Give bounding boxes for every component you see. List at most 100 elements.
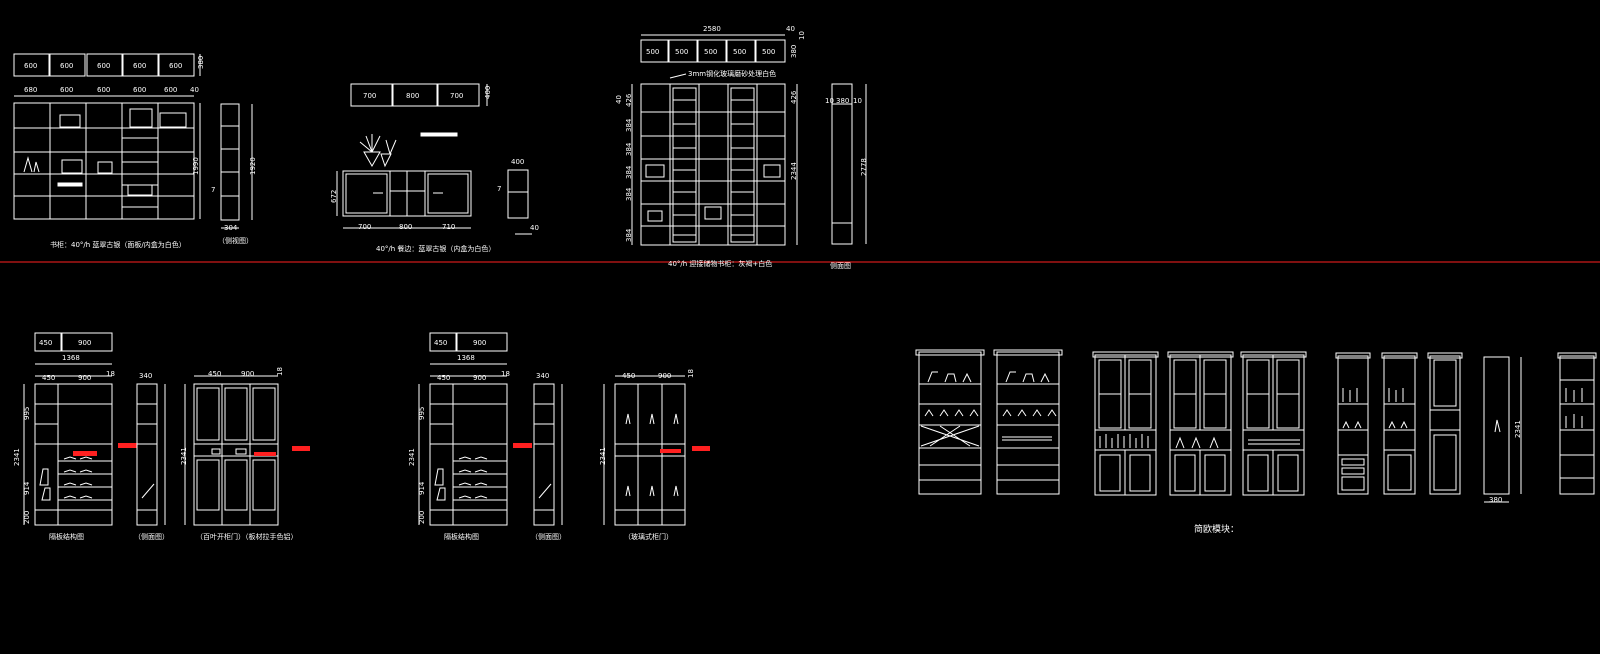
- bookcase-width-extra: 40: [190, 86, 199, 94]
- sideboard-height: 672: [330, 190, 338, 203]
- sideboard-caption: 40°/h 餐边：蓝翠古银（内盒为白色）: [376, 244, 495, 253]
- tall-cabinet-leader-note: 3mm钢化玻璃磨砂处理白色: [688, 69, 776, 78]
- tall-cabinet-height-6: 384: [625, 187, 633, 201]
- module-side-height: 2341: [1514, 420, 1522, 438]
- cabinet-b-structure: 450 900 18 995 2341 914 200 隔板结构图: [408, 370, 510, 541]
- bookcase-width-3: 600: [97, 86, 110, 94]
- cabinet-a-door-caption: （百叶开柜门）（板材拉手色铝）: [196, 532, 298, 541]
- bookcase-width-1: 680: [24, 86, 37, 94]
- bookcase-top-box-3: 600: [97, 62, 110, 70]
- sideboard-width-3: 710: [442, 223, 455, 231]
- sideboard-side-view: 400 7 40: [497, 158, 539, 235]
- cabinet-a-height-1: 995: [23, 407, 31, 420]
- cabinet-b-width-1: 450: [437, 374, 450, 382]
- tall-cabinet-total-width: 2580: [703, 25, 721, 33]
- tall-cabinet-top-right-1: 40: [786, 25, 795, 33]
- cabinet-b-side-caption: （侧面图）: [531, 532, 566, 541]
- cabinet-b-top-box-1: 450: [434, 339, 447, 347]
- module-side-depth: 380: [1489, 496, 1502, 504]
- bookcase-side-caption: （侧视图）: [218, 236, 253, 245]
- bookcase-height: 1990: [192, 157, 200, 175]
- tall-cabinet-right-dim-2: 2344: [790, 162, 798, 180]
- module-side-view: 2341 380: [1483, 356, 1522, 504]
- bookcase-elevation: 600 600 600 600 600 380 680 600 600 600 …: [13, 53, 205, 249]
- tall-cabinet-height-3: 384: [625, 118, 633, 132]
- cabinet-b-side: 340 （侧面图）: [513, 372, 566, 541]
- bookcase-width-dims: 680 600 600 600 600 40: [14, 86, 199, 97]
- bookcase-side-height: 1920: [249, 157, 257, 175]
- cabinet-b-height-4: 200: [418, 511, 426, 524]
- bookcase-body: [13, 102, 195, 220]
- tall-cabinet-side-dim-1: 10: [825, 97, 834, 105]
- tall-cabinet-top-box-2: 500: [675, 48, 688, 56]
- tall-cabinet-side-view: 10 380 10 2778 侧面图: [825, 83, 868, 270]
- european-modules: 2341 380 简欧模块：: [915, 349, 1597, 535]
- module-glass-cabinet-3: [1240, 351, 1307, 496]
- sideboard-elevation: 700 800 700 400 672 700 800 710 40°/h 餐边…: [330, 83, 495, 253]
- bookcase-height-dim: 1990: [192, 103, 201, 219]
- tall-cabinet-caption: 40°/h 迎接储物书柜：灰褐+白色: [668, 259, 772, 268]
- cabinet-a-door-width-1: 450: [208, 370, 221, 378]
- cabinet-b-door-height: 2341: [599, 447, 607, 465]
- cabinet-b-plan: 450 900 1368: [429, 332, 508, 365]
- module-narrow-cabinet-2: [1381, 352, 1418, 495]
- cabinet-b-caption: 隔板结构图: [444, 532, 479, 541]
- module-narrow-cabinet-3: [1427, 352, 1463, 495]
- tall-cabinet-top-right-3: 10: [798, 31, 806, 40]
- cabinet-a-width-3: 18: [106, 370, 115, 378]
- bookcase-top-box-5: 600: [169, 62, 182, 70]
- tall-cabinet-height-5: 384: [625, 165, 633, 179]
- tall-cabinet-side-caption: 侧面图: [830, 261, 851, 270]
- bookcase-top-boxes: 600 600 600 600 600 380: [13, 53, 205, 77]
- bookcase-top-box-2: 600: [60, 62, 73, 70]
- tall-cabinet-side-dim-3: 10: [853, 97, 862, 105]
- bookcase-width-2: 600: [60, 86, 73, 94]
- tall-cabinet-top-box-3: 500: [704, 48, 717, 56]
- cabinet-b-width-3: 18: [501, 370, 510, 378]
- cabinet-b-door-width-3: 18: [687, 369, 695, 378]
- cabinet-a-top-box-2: 900: [78, 339, 91, 347]
- tall-cabinet-side-height: 2778: [860, 158, 868, 176]
- tall-cabinet-top-box-5: 500: [762, 48, 775, 56]
- cabinet-a-top-box-1: 450: [39, 339, 52, 347]
- tall-cabinet-height-7: 384: [625, 228, 633, 242]
- sideboard-width-2: 800: [399, 223, 412, 231]
- tall-cabinet-height-2: 426: [625, 93, 633, 107]
- module-narrow-cabinet-1: [1335, 352, 1371, 495]
- cabinet-a-door-width-2: 900: [241, 370, 254, 378]
- cabinet-a-side-depth: 340: [139, 372, 152, 380]
- bookcase-side-view: 1920 7 304 （侧视图）: [211, 103, 257, 245]
- bookcase-side-mark: 7: [211, 186, 215, 194]
- tall-cabinet-height-1: 40: [615, 95, 623, 104]
- tall-cabinet-top-box-1: 500: [646, 48, 659, 56]
- cabinet-b-width-2: 900: [473, 374, 486, 382]
- sideboard-side-mark: 7: [497, 185, 501, 193]
- sideboard-side-depth: 400: [511, 158, 524, 166]
- cabinet-a-door-width-3: 18: [276, 367, 284, 376]
- cabinet-b-door-caption: （玻璃式柜门）: [624, 532, 673, 541]
- cabinet-a-door-elevation: 450 900 18 2341 （百叶开柜门）（板材拉手色铝）: [180, 367, 310, 541]
- bookcase-top-box-height: 380: [197, 56, 205, 69]
- cabinet-b-side-depth: 340: [536, 372, 549, 380]
- tall-cabinet-elevation: 2580 500 500 500 500 500 40 380 10 3mm钢化…: [615, 25, 806, 268]
- modules-caption: 简欧模块：: [1194, 523, 1239, 535]
- cabinet-a-structure: 450 900 18 995 2341 914 200 隔板结构图: [13, 370, 115, 541]
- sideboard-width-1: 700: [358, 223, 371, 231]
- sideboard-top-box-1: 700: [363, 92, 376, 100]
- module-narrow-cabinet-4: [1557, 352, 1597, 495]
- cabinet-b-door-width-1: 450: [622, 372, 635, 380]
- cabinet-b-door-width-2: 900: [658, 372, 671, 380]
- module-wine-cabinet-2: [993, 349, 1063, 495]
- cabinet-a-width-1: 450: [42, 374, 55, 382]
- cabinet-a-caption: 隔板结构图: [49, 532, 84, 541]
- tall-cabinet-height-4: 384: [625, 142, 633, 156]
- tall-cabinet-side-dim-2: 380: [836, 97, 849, 105]
- module-glass-cabinet-1: [1092, 351, 1159, 496]
- tall-cabinet-top-right-2: 380: [790, 45, 798, 58]
- bookcase-side-depth: 304: [224, 224, 238, 232]
- cabinet-a-side: 340 （侧面图）: [118, 372, 169, 541]
- sideboard-side-small: 40: [530, 224, 539, 232]
- module-wine-cabinet-1: [915, 349, 985, 495]
- cabinet-a-plan: 450 900 1368: [34, 332, 113, 365]
